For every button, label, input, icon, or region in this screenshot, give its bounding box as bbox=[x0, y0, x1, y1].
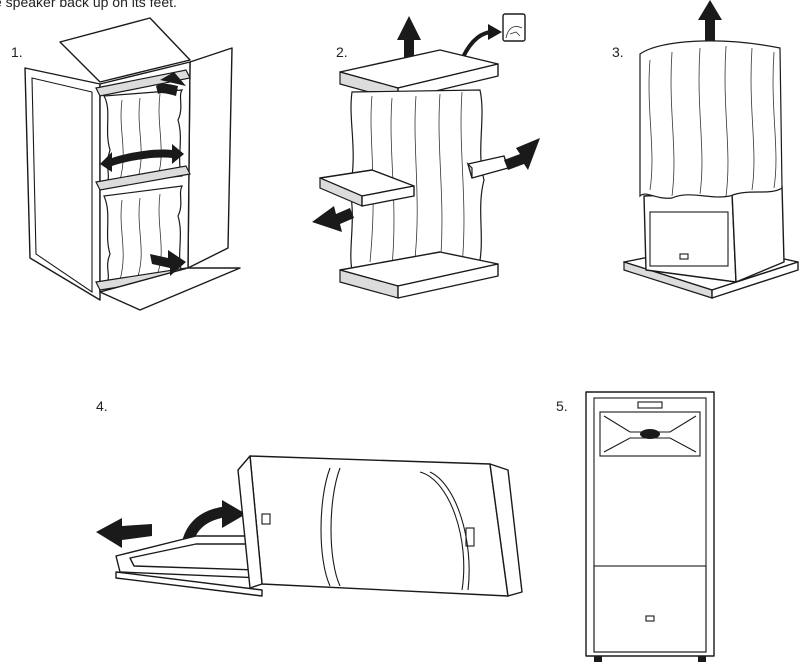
step-1-carton-illustration bbox=[24, 17, 241, 311]
instruction-caption: e speaker back up on its feet. bbox=[0, 0, 177, 10]
step-1-label: 1. bbox=[11, 44, 23, 60]
step-4-tilt-illustration bbox=[96, 455, 523, 597]
step-3-label: 3. bbox=[612, 44, 624, 60]
step-5-label: 5. bbox=[556, 398, 568, 414]
step-2-label: 2. bbox=[336, 44, 348, 60]
step-4-label: 4. bbox=[96, 398, 108, 414]
step-5-upright-speaker-illustration bbox=[585, 391, 715, 662]
step-3-cover-removal-illustration bbox=[623, 0, 799, 299]
step-2-foam-removal-illustration bbox=[312, 13, 540, 299]
